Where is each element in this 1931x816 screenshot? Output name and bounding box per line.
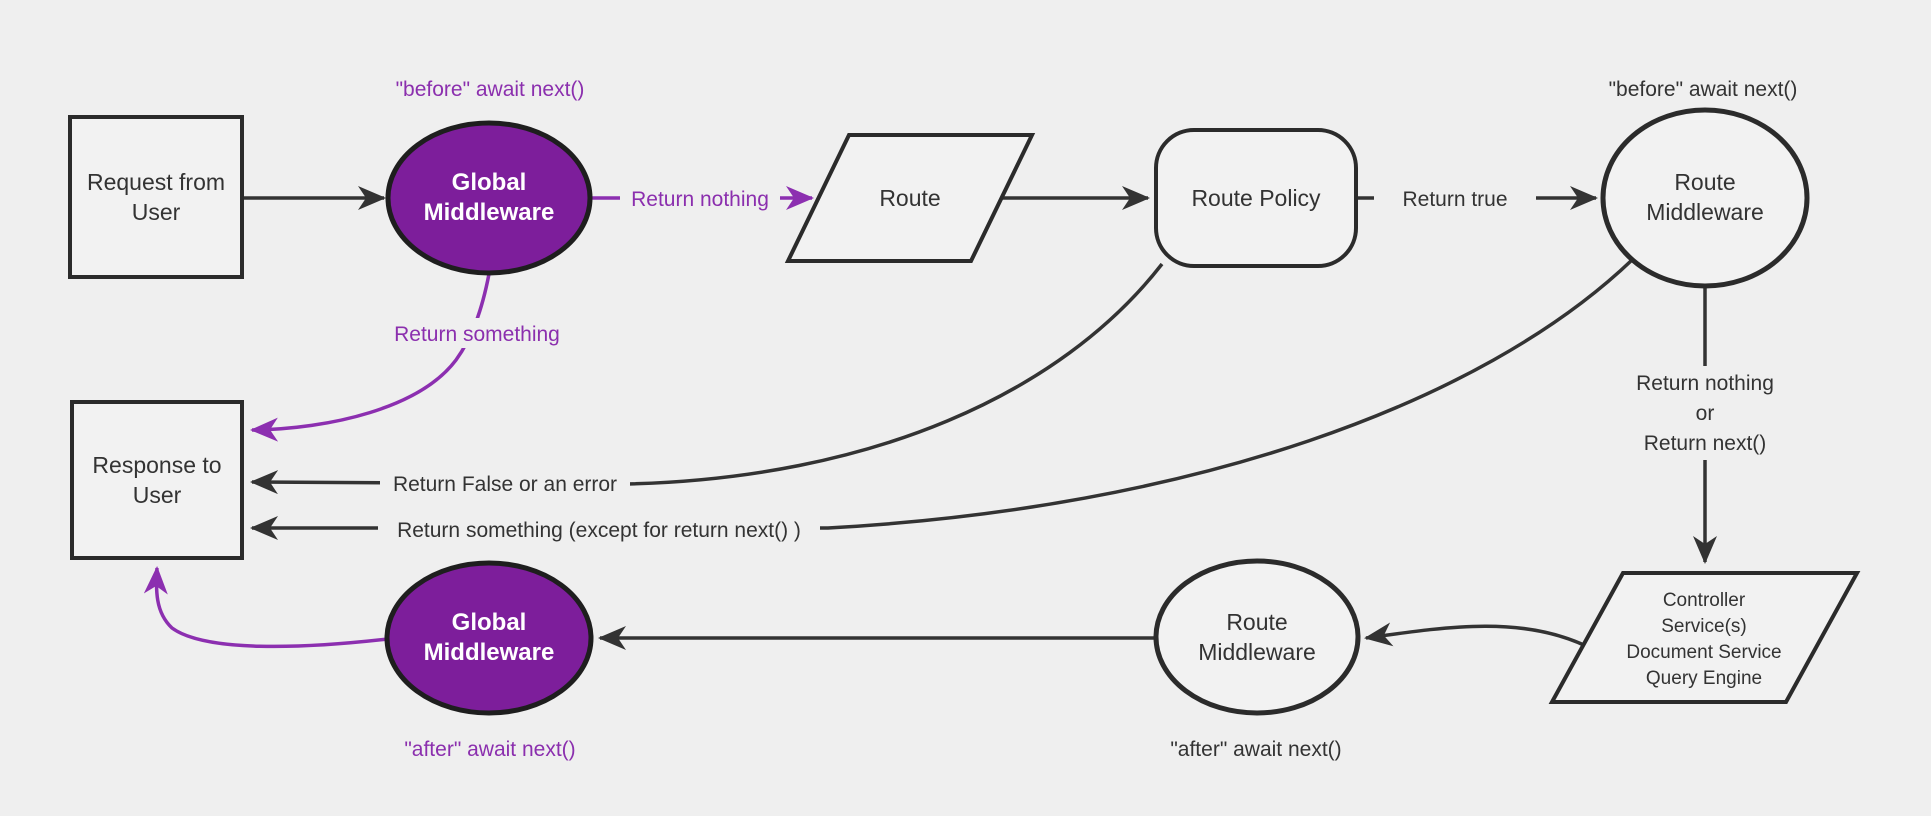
label-bg xyxy=(620,183,780,213)
global-middleware-top-ellipse xyxy=(385,120,593,276)
label-after-await-next-route: "after" await next() xyxy=(1170,738,1341,761)
edge-label-return-something-except: Return something (except for return next… xyxy=(378,514,820,544)
route-middleware-top-ellipse xyxy=(1600,107,1810,289)
svg-text:Return next(): Return next() xyxy=(1644,432,1767,455)
label-bg xyxy=(1616,366,1794,460)
label-bg xyxy=(380,468,630,498)
edge-return-something-except-to-response xyxy=(250,258,1634,540)
edge-label-return-nothing: Return nothing xyxy=(620,183,780,213)
svg-text:Return something: Return something xyxy=(394,323,560,346)
label-after-await-next-global: "after" await next() xyxy=(404,738,575,761)
node-request-from-user: Request from User xyxy=(68,115,244,279)
svg-text:Return False or an error: Return False or an error xyxy=(393,473,617,496)
svg-text:Return nothing: Return nothing xyxy=(631,188,769,211)
edge-global-middleware-bottom-to-response xyxy=(143,566,389,649)
controller-parallelogram xyxy=(1548,571,1861,704)
svg-text:User: User xyxy=(133,482,182,508)
svg-text:or: or xyxy=(1696,402,1715,425)
svg-text:Document Service: Document Service xyxy=(1626,642,1781,663)
svg-text:Middleware: Middleware xyxy=(1198,639,1316,665)
edge-label-return-something: Return something xyxy=(382,318,572,348)
request-from-user-box xyxy=(68,115,244,279)
svg-text:Route: Route xyxy=(879,185,940,211)
node-route-middleware-top: Route Middleware xyxy=(1600,107,1810,289)
svg-text:Global: Global xyxy=(452,609,527,636)
node-controller-services: Controller Service(s) Document Service Q… xyxy=(1548,571,1861,704)
node-route-middleware-bottom: Route Middleware xyxy=(1153,558,1361,716)
svg-text:Middleware: Middleware xyxy=(424,639,555,666)
node-route-policy: Route Policy xyxy=(1154,128,1358,268)
svg-text:Global: Global xyxy=(452,169,527,196)
svg-text:Request from: Request from xyxy=(87,169,225,195)
node-global-middleware-top: Global Middleware xyxy=(385,120,593,276)
edge-label-return-nothing-or-next: Return nothing or Return next() xyxy=(1616,366,1794,460)
node-response-to-user: Response to User xyxy=(70,400,244,560)
svg-text:Service(s): Service(s) xyxy=(1661,616,1747,637)
svg-text:Return something (except for r: Return something (except for return next… xyxy=(397,519,801,542)
label-bg xyxy=(1374,183,1536,213)
label-bg xyxy=(382,318,572,348)
node-global-middleware-bottom: Global Middleware xyxy=(384,560,594,716)
label-before-await-next-route: "before" await next() xyxy=(1609,78,1798,101)
label-bg xyxy=(378,514,820,544)
edge-controller-to-route-middleware-bottom xyxy=(1364,622,1587,648)
svg-text:Query Engine: Query Engine xyxy=(1646,668,1762,689)
node-route: Route xyxy=(784,133,1036,263)
global-middleware-bottom-ellipse xyxy=(384,560,594,716)
svg-text:Return true: Return true xyxy=(1402,188,1507,211)
svg-text:Return nothing: Return nothing xyxy=(1636,372,1774,395)
edge-label-return-true: Return true xyxy=(1374,183,1536,213)
route-parallelogram xyxy=(784,133,1036,263)
svg-text:Route: Route xyxy=(1226,609,1287,635)
svg-text:Middleware: Middleware xyxy=(424,199,555,226)
edge-return-something-to-response xyxy=(250,273,491,442)
edge-label-return-false-or-error: Return False or an error xyxy=(380,468,630,498)
response-to-user-box xyxy=(70,400,244,560)
svg-text:Response to: Response to xyxy=(92,452,221,478)
svg-text:Middleware: Middleware xyxy=(1646,199,1764,225)
svg-text:Controller: Controller xyxy=(1663,590,1746,611)
label-before-await-next-global: "before" await next() xyxy=(396,78,585,101)
svg-text:Route Policy: Route Policy xyxy=(1191,185,1321,211)
route-middleware-bottom-ellipse xyxy=(1153,558,1361,716)
svg-text:User: User xyxy=(132,199,181,225)
svg-text:Route: Route xyxy=(1674,169,1735,195)
edge-return-false-to-response xyxy=(250,262,1164,495)
route-policy-box xyxy=(1154,128,1358,268)
